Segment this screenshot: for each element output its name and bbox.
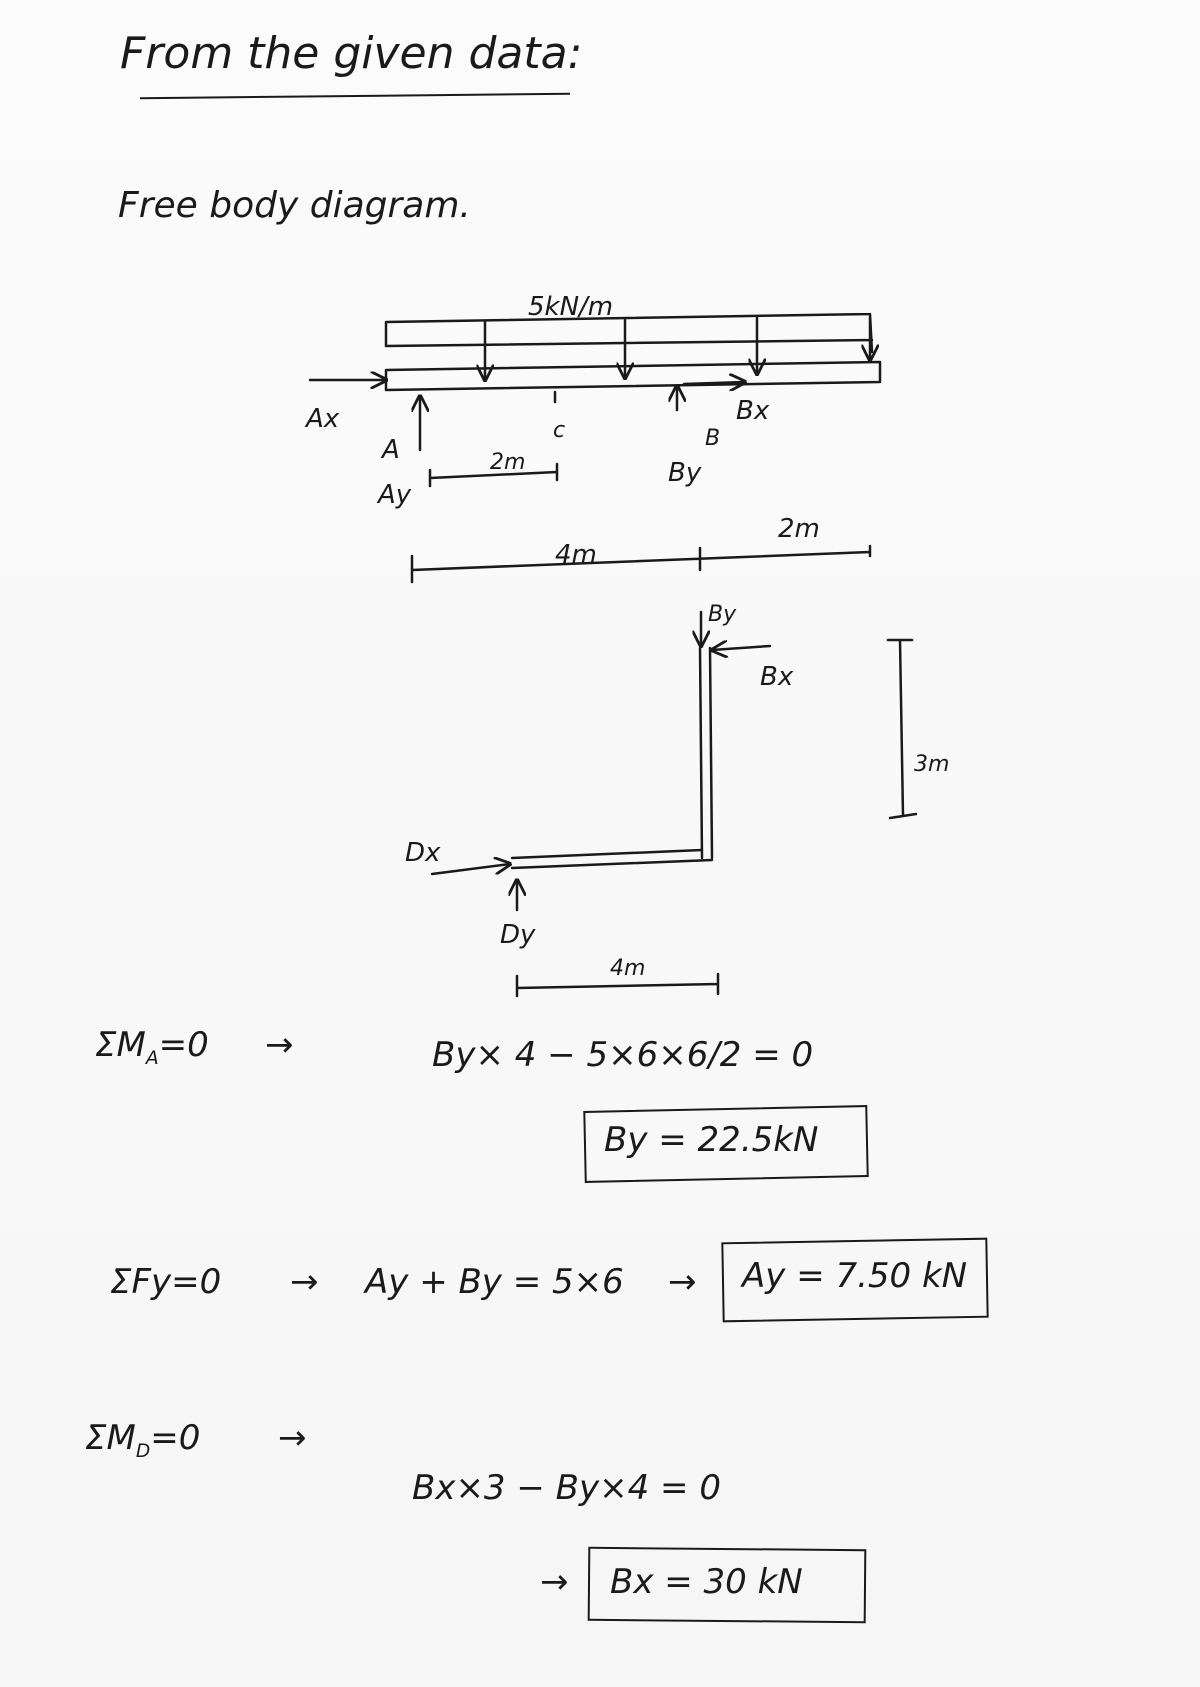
label-ay: Ay — [378, 480, 412, 510]
section-heading: Free body diagram. — [118, 185, 471, 226]
label-b: B — [705, 426, 721, 451]
implies-arrow: → — [265, 1025, 294, 1065]
result-ay: Ay = 7.50 kN — [742, 1256, 968, 1296]
label-c: c — [553, 418, 566, 443]
label-ax: Ax — [306, 404, 340, 434]
label-dy: Dy — [500, 920, 536, 950]
label-dx: Dx — [405, 838, 441, 868]
dim-b-to-end: 2m — [778, 514, 820, 544]
frame-vertical — [698, 646, 714, 860]
equation-force-y: Ay + By = 5×6 — [365, 1262, 624, 1302]
dim-frame-width: 4m — [610, 956, 646, 981]
equation-moment-d: Bx×3 − By×4 = 0 — [412, 1468, 721, 1508]
label-by-frame: By — [708, 602, 737, 627]
dim-frame-height: 3m — [914, 752, 950, 777]
dim-2m-line — [428, 462, 559, 488]
label-by-beam: By — [668, 458, 702, 488]
dim-span-line — [410, 544, 872, 584]
label-bx-frame: Bx — [760, 662, 794, 692]
beam — [384, 360, 882, 392]
dim-frame-4m-line — [515, 972, 720, 998]
result-bx: Bx = 30 kN — [610, 1562, 803, 1602]
result-by: By = 22.5kN — [604, 1120, 819, 1160]
dim-a-to-b: 4m — [555, 540, 597, 570]
dx-arrow — [430, 864, 510, 876]
frame-horizontal — [510, 848, 714, 870]
implies-arrow: → — [540, 1562, 569, 1602]
page-title: From the given data: — [120, 28, 583, 79]
condition-force-y: ΣFy=0 — [110, 1262, 222, 1302]
equation-moment-a: By× 4 − 5×6×6/2 = 0 — [432, 1035, 814, 1075]
implies-arrow: → — [668, 1262, 697, 1302]
distributed-load — [384, 312, 874, 354]
bx-beam-arrow — [682, 382, 745, 384]
implies-arrow: → — [290, 1262, 319, 1302]
implies-arrow: → — [278, 1418, 307, 1458]
load-arrows — [485, 316, 870, 380]
dim-a-to-c: 2m — [490, 450, 526, 475]
label-a: A — [382, 435, 400, 465]
condition-moment-d: ΣMD=0 — [85, 1418, 201, 1462]
condition-moment-a: ΣMA=0 — [95, 1025, 209, 1069]
label-bx-beam: Bx — [736, 396, 770, 426]
bx-frame-arrow — [712, 646, 772, 650]
dim-3m-line — [886, 638, 918, 820]
load-label: 5kN/m — [528, 292, 614, 322]
